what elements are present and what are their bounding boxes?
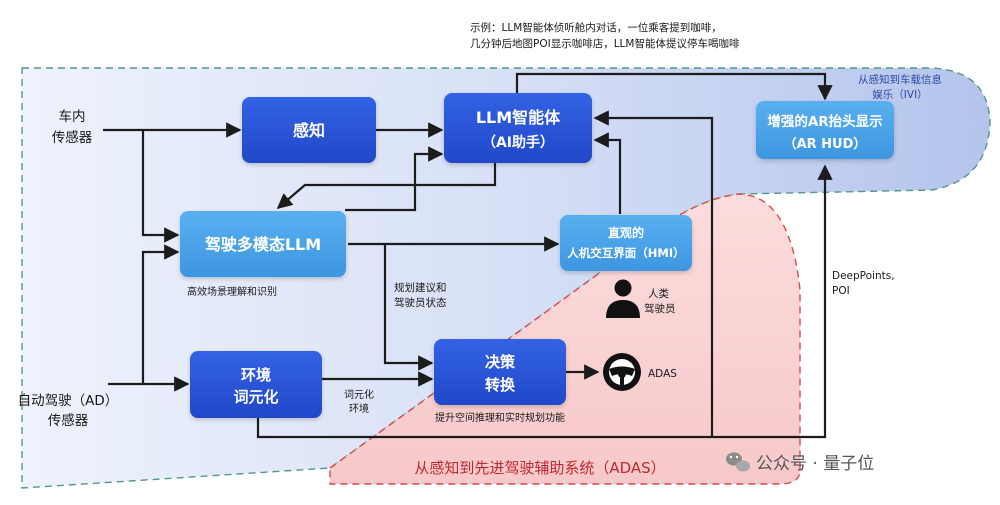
edge-multimodal-agent	[345, 146, 444, 212]
edge-cabin-branch	[141, 130, 180, 243]
edge-label-tokenized-line1: 词元化	[344, 388, 374, 401]
node-llm-agent-line2: （AI助手）	[482, 134, 554, 151]
node-decision-caption: 提升空间推理和实时规划功能	[435, 411, 565, 424]
adas-actor-label: ADAS	[648, 368, 677, 380]
adas-region-label: 从感知到先进驾驶辅助系统（ADAS）	[414, 459, 665, 477]
cabin-sensors-label-line2: 传感器	[52, 129, 93, 146]
node-tokenize-line2: 词元化	[233, 388, 278, 406]
node-hmi: 直观的 人机交互界面（HMI）	[560, 215, 692, 271]
edge-agent-arhud	[515, 72, 833, 101]
node-multimodal-llm: 驾驶多模态LLM	[180, 211, 346, 277]
edge-label-tokenized-line2: 环境	[349, 402, 369, 415]
node-hmi-line1: 直观的	[608, 225, 644, 240]
edge-hmi-agent	[593, 132, 622, 214]
ad-sensors-label-line1: 自动驾驶（AD）	[18, 393, 119, 409]
node-llm-agent: LLM智能体 （AI助手）	[444, 93, 592, 163]
edge-agent-multimodal	[276, 163, 497, 209]
driver-label-line1: 人类	[648, 287, 669, 300]
edge-label-advice-line2: 驾驶员状态	[394, 296, 447, 309]
edge-tokenize-arhud	[256, 164, 833, 439]
node-decision: 决策 转换	[434, 339, 566, 405]
node-tokenize: 环境 词元化	[190, 351, 322, 418]
edge-multimodal-decision	[383, 244, 434, 371]
node-perception-label: 感知	[293, 121, 325, 140]
edge-decision-agent	[593, 110, 714, 437]
node-decision-line1: 决策	[485, 353, 516, 371]
ivi-region-label-line1: 从感知到车载信息	[858, 73, 942, 86]
node-decision-line2: 转换	[485, 376, 516, 394]
node-hmi-line2: 人机交互界面（HMI）	[567, 246, 684, 260]
person-icon	[606, 279, 640, 318]
wechat-icon	[726, 452, 750, 472]
node-ar-hud: 增强的AR抬头显示 （AR HUD）	[756, 101, 894, 159]
driver-label-line2: 驾驶员	[644, 302, 676, 315]
edge-label-deeppoints-line1: DeepPoints,	[832, 270, 895, 282]
node-ar-hud-line2: （AR HUD）	[784, 136, 867, 152]
edge-ad-branch	[141, 244, 180, 384]
node-perception: 感知	[242, 97, 376, 163]
example-note-line2: 几分钟后地图POI显示咖啡店，LLM智能体提议停车喝咖啡	[470, 37, 740, 50]
edge-label-deeppoints-line2: POI	[832, 285, 850, 297]
ivi-region-label-line2: 娱乐（IVI）	[872, 88, 927, 101]
node-multimodal-llm-label: 驾驶多模态LLM	[204, 235, 321, 254]
ad-sensors-label-line2: 传感器	[48, 412, 89, 429]
node-tokenize-line1: 环境	[241, 366, 271, 384]
steering-wheel-icon	[603, 353, 641, 391]
node-multimodal-llm-caption: 高效场景理解和识别	[187, 285, 277, 298]
edge-label-advice-line1: 规划建议和	[394, 281, 447, 294]
cabin-sensors-label-line1: 车内	[59, 108, 86, 125]
example-note-line1: 示例：LLM智能体侦听舱内对话，一位乘客提到咖啡，	[470, 21, 722, 34]
node-llm-agent-line1: LLM智能体	[476, 108, 561, 127]
watermark-label: 公众号 · 量子位	[756, 454, 874, 474]
node-ar-hud-line1: 增强的AR抬头显示	[767, 113, 882, 130]
connectors	[103, 72, 833, 439]
